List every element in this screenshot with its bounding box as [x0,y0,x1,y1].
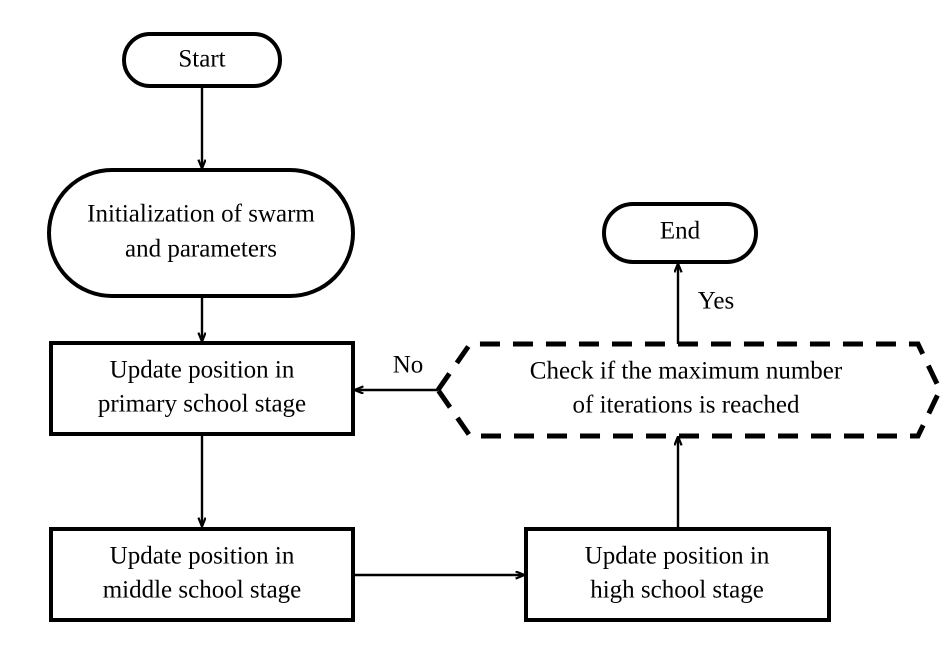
middle-school-shape [49,527,355,622]
node-end[interactable]: End [602,202,758,264]
initialization-label-line1: Initialization of swarm [87,201,315,228]
edge-label-no: No [393,352,424,379]
connector-layer [202,86,678,575]
end-label: End [660,218,701,245]
node-start[interactable]: Start [122,32,282,88]
primary-school-label-line1: Update position in [110,357,295,384]
start-shape [122,32,282,88]
primary-school-shape [49,341,355,436]
node-high-school[interactable]: Update position in high school stage [524,527,831,622]
primary-school-label-line2: primary school stage [98,391,306,418]
node-initialization[interactable]: Initialization of swarm and parameters [47,168,355,298]
check-iterations-shape [434,341,943,439]
start-label: Start [178,46,225,73]
node-check-iterations[interactable]: Check if the maximum number of iteration… [434,341,943,439]
node-middle-school[interactable]: Update position in middle school stage [49,527,355,622]
middle-school-label-line2: middle school stage [103,577,302,604]
check-iterations-label-line2: of iterations is reached [573,392,800,419]
high-school-label-line1: Update position in [585,543,770,570]
high-school-shape [524,527,831,622]
check-iterations-label-line1: Check if the maximum number [530,358,843,385]
edge-label-yes: Yes [698,288,734,315]
initialization-shape [47,168,355,298]
node-primary-school[interactable]: Update position in primary school stage [49,341,355,436]
high-school-label-line2: high school stage [590,577,764,604]
middle-school-label-line1: Update position in [110,543,295,570]
end-shape [602,202,758,264]
initialization-label-line2: and parameters [125,236,277,263]
